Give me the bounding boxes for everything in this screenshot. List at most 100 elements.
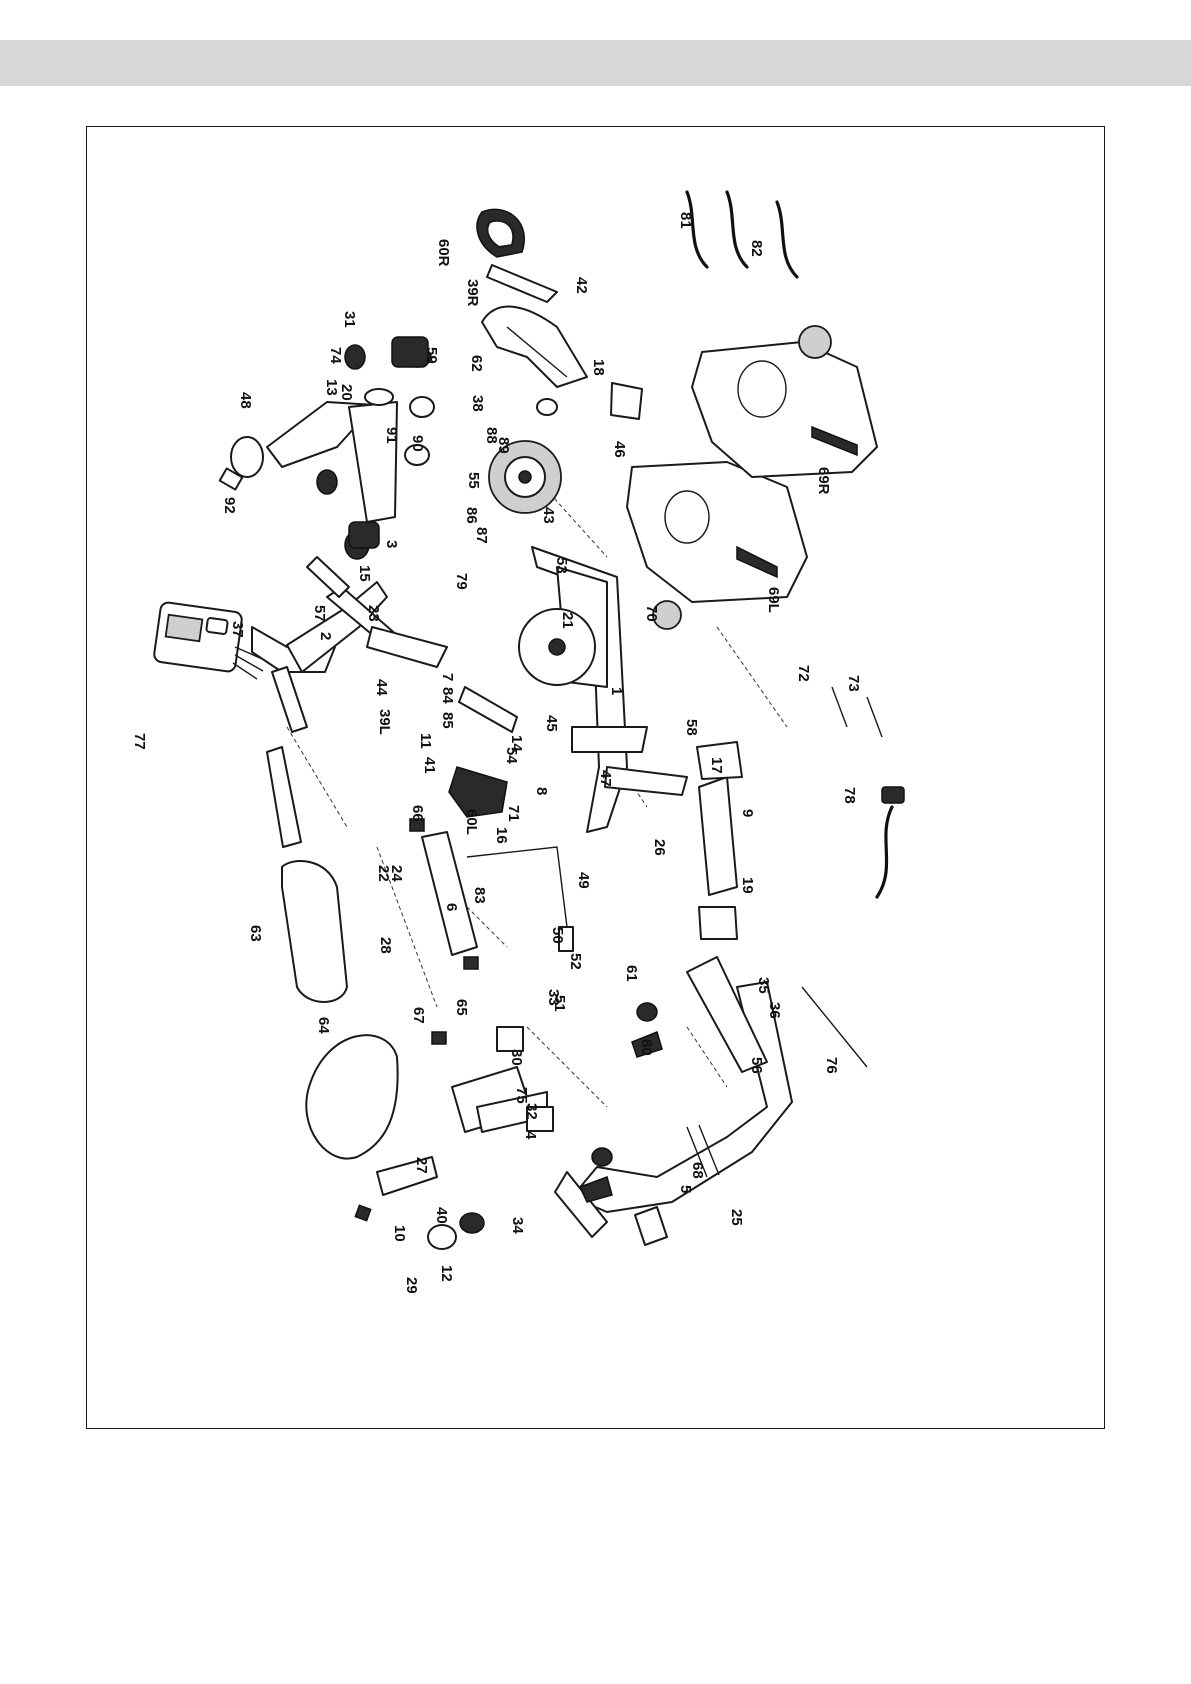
callout-label: 60R bbox=[435, 239, 452, 267]
callout-label: 27 bbox=[413, 1157, 430, 1174]
callout-label: 59 bbox=[423, 347, 440, 364]
callout-label: 39R bbox=[464, 279, 481, 307]
callout-label: 68 bbox=[689, 1162, 706, 1179]
callout-label: 53 bbox=[553, 557, 570, 574]
callout-label: 56 bbox=[748, 1057, 765, 1074]
callout-label: 81 bbox=[677, 212, 694, 229]
seat-rail bbox=[410, 819, 478, 969]
callout-label: 6 bbox=[443, 903, 460, 911]
callout-label: 7 bbox=[439, 673, 456, 681]
handlebar-post bbox=[252, 557, 447, 847]
callout-label: 17 bbox=[708, 757, 725, 774]
callout-label: 57 bbox=[311, 605, 328, 622]
callout-label: 43 bbox=[540, 507, 557, 524]
drive-belt bbox=[482, 307, 587, 387]
callout-label: 24 bbox=[388, 865, 405, 882]
callout-label: 84 bbox=[439, 687, 456, 704]
callout-label: 92 bbox=[221, 497, 238, 514]
callout-label: 54 bbox=[503, 747, 520, 764]
right-pedal bbox=[477, 209, 524, 257]
callout-label: 52 bbox=[567, 953, 584, 970]
callout-label: 65 bbox=[453, 999, 470, 1016]
callout-label: 19 bbox=[739, 877, 756, 894]
callout-label: 15 bbox=[356, 565, 373, 582]
callout-label: 45 bbox=[543, 715, 560, 732]
callout-label: 46 bbox=[611, 441, 628, 458]
callout-label: 49 bbox=[575, 872, 592, 889]
tool-rods bbox=[802, 687, 882, 1067]
callout-label: 75 bbox=[513, 1087, 530, 1104]
callout-label: 89 bbox=[495, 437, 512, 454]
callout-label: 9 bbox=[739, 809, 756, 817]
callout-label: 41 bbox=[421, 757, 438, 774]
callout-label: 90 bbox=[409, 435, 426, 452]
backrest bbox=[306, 1035, 397, 1158]
callout-label: 77 bbox=[131, 733, 148, 750]
callout-label: 39L bbox=[376, 709, 393, 735]
callout-label: 86 bbox=[463, 507, 480, 524]
console-unit bbox=[153, 602, 267, 679]
callout-label: 4 bbox=[522, 1131, 539, 1140]
callout-label: 69L bbox=[765, 587, 782, 613]
callout-label: 18 bbox=[590, 359, 607, 376]
callout-label: 23 bbox=[365, 605, 382, 622]
callout-label: 30 bbox=[508, 1049, 525, 1066]
callout-label: 85 bbox=[439, 712, 456, 729]
callout-label: 29 bbox=[403, 1277, 420, 1294]
exploded-parts-diagram: 1 2 3 4 5 6 7 8 9 10 11 12 13 14 15 16 1… bbox=[87, 127, 1103, 1427]
callout-label: 38 bbox=[469, 395, 486, 412]
callout-label: 8 bbox=[533, 787, 550, 795]
callout-label: 58 bbox=[683, 719, 700, 736]
callout-label: 69R bbox=[815, 467, 832, 495]
callout-label: 67 bbox=[410, 1007, 427, 1024]
callout-label: 2 bbox=[317, 632, 334, 640]
callout-label: 91 bbox=[383, 427, 400, 444]
callout-label: 47 bbox=[597, 770, 614, 787]
callout-label: 28 bbox=[377, 937, 394, 954]
callout-label: 61 bbox=[623, 965, 640, 982]
callout-label: 63 bbox=[247, 925, 264, 942]
callout-label: 50 bbox=[549, 927, 566, 944]
left-crank bbox=[459, 687, 517, 732]
callout-label: 3 bbox=[383, 540, 400, 548]
seat-cushion bbox=[282, 861, 347, 1002]
callout-label: 42 bbox=[573, 277, 590, 294]
callout-label: 44 bbox=[373, 679, 390, 696]
callout-label: 37 bbox=[229, 621, 246, 638]
callout-label: 40 bbox=[433, 1207, 450, 1224]
callout-label: 72 bbox=[795, 665, 812, 682]
callout-label: 5 bbox=[677, 1185, 694, 1193]
front-stabilizer bbox=[555, 957, 792, 1245]
callout-label: 80 bbox=[638, 1039, 655, 1056]
callout-label: 1 bbox=[608, 687, 625, 695]
callout-label: 31 bbox=[341, 311, 358, 328]
header-band bbox=[0, 40, 1191, 86]
callout-label: 12 bbox=[438, 1265, 455, 1282]
callout-label: 34 bbox=[509, 1217, 526, 1234]
sensor-cables bbox=[687, 192, 797, 277]
power-adapter bbox=[877, 787, 904, 897]
sensor-bracket bbox=[611, 383, 642, 419]
callout-label: 10 bbox=[391, 1225, 408, 1242]
callout-label: 62 bbox=[468, 355, 485, 372]
callout-label: 66 bbox=[409, 805, 426, 822]
callout-label: 48 bbox=[237, 392, 254, 409]
callout-label: 26 bbox=[651, 839, 668, 856]
callout-label: 16 bbox=[493, 827, 510, 844]
callout-label: 11 bbox=[417, 733, 434, 749]
callout-label: 25 bbox=[728, 1209, 745, 1226]
callout-label: 32 bbox=[523, 1103, 540, 1120]
right-side-cover bbox=[692, 326, 877, 477]
callout-label: 20 bbox=[338, 384, 355, 401]
callout-label: 21 bbox=[559, 612, 576, 629]
callout-label: 87 bbox=[473, 527, 490, 544]
callout-label: 73 bbox=[845, 675, 862, 692]
callout-label: 82 bbox=[748, 240, 765, 257]
callout-label: 36 bbox=[766, 1002, 783, 1019]
right-crank bbox=[487, 265, 557, 302]
callout-label: 79 bbox=[453, 573, 470, 590]
callout-label: 60L bbox=[463, 809, 480, 835]
callout-label: 83 bbox=[471, 887, 488, 904]
callout-label: 51 bbox=[551, 995, 568, 1012]
callout-label: 64 bbox=[315, 1017, 332, 1034]
